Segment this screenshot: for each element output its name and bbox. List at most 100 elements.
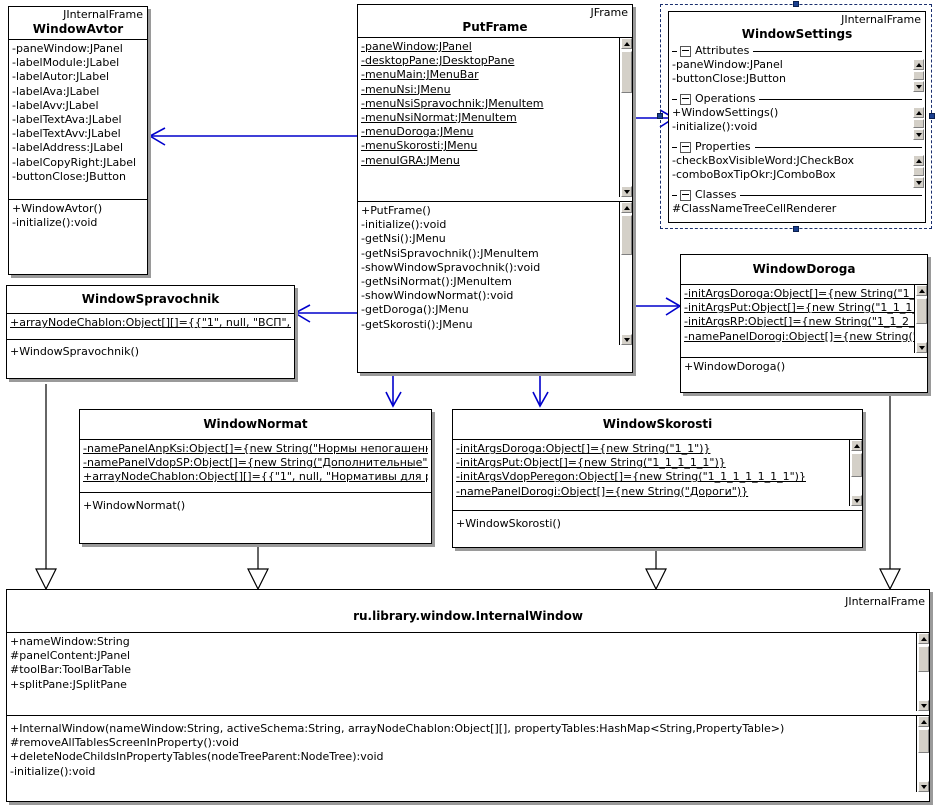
property-row: -checkBoxVisibleWord:JCheckBox bbox=[672, 154, 855, 167]
operation-row: -getNsiSpravochnik():JMenuItem bbox=[361, 246, 539, 260]
scroll-up-arrow[interactable] bbox=[913, 155, 924, 166]
scroll-up-arrow[interactable] bbox=[621, 38, 632, 49]
properties-scrollbar[interactable] bbox=[912, 155, 925, 188]
collapse-toggle-icon[interactable] bbox=[680, 189, 691, 201]
scroll-down-arrow[interactable] bbox=[913, 81, 924, 92]
attribute-row: -labelModule:JLabel bbox=[12, 56, 120, 70]
class-name-label: WindowNormat bbox=[203, 417, 308, 431]
class-box-window-settings[interactable]: JInternalFrame WindowSettings Attributes… bbox=[668, 11, 926, 223]
scroll-down-arrow[interactable] bbox=[913, 177, 924, 188]
operations-scrollbar[interactable] bbox=[912, 107, 925, 140]
group-attributes[interactable]: Attributes -paneWindow:JPanel -buttonClo… bbox=[669, 44, 925, 92]
class-box-window-spravochnik[interactable]: WindowSpravochnik +arrayNodeChablon:Obje… bbox=[6, 285, 295, 379]
scroll-up-arrow[interactable] bbox=[913, 107, 924, 118]
class-box-window-normat[interactable]: WindowNormat -namePanelAnpKsi:Object[]={… bbox=[79, 409, 432, 544]
group-properties[interactable]: Properties -checkBoxVisibleWord:JCheckBo… bbox=[669, 140, 925, 188]
operations-compartment[interactable]: +PutFrame() -initialize():void -getNsi()… bbox=[358, 202, 632, 349]
scroll-down-arrow[interactable] bbox=[918, 700, 929, 711]
class-box-internal-window[interactable]: JInternalFrame ru.library.window.Interna… bbox=[6, 589, 930, 802]
attribute-row: +arrayNodeChablon:Object[][]={{"1", null… bbox=[83, 470, 428, 484]
class-box-window-skorosti[interactable]: WindowSkorosti -initArgsDoroga:Object[]=… bbox=[452, 409, 863, 548]
operations-compartment[interactable]: +WindowAvtor() -initialize():void bbox=[9, 200, 147, 232]
operation-row: +WindowSkorosti() bbox=[456, 517, 561, 530]
class-box-put-frame[interactable]: JFrame PutFrame -paneWindow:JPanel -desk… bbox=[357, 4, 633, 373]
operations-compartment[interactable]: +WindowNormat() bbox=[80, 493, 431, 515]
group-header-properties[interactable]: Properties bbox=[672, 140, 922, 154]
scrollbar-thumb[interactable] bbox=[916, 298, 927, 324]
scrollbar-thumb[interactable] bbox=[918, 646, 929, 672]
attributes-compartment[interactable]: -paneWindow:JPanel -desktopPane:JDesktop… bbox=[358, 38, 632, 202]
scrollbar-track[interactable] bbox=[621, 213, 631, 334]
scroll-down-arrow[interactable] bbox=[621, 334, 632, 345]
class-box-window-doroga[interactable]: WindowDoroga -initArgsDoroga:Object[]={n… bbox=[680, 254, 928, 393]
scrollbar-thumb[interactable] bbox=[621, 215, 632, 255]
attribute-row: -menuSkorosti:JMenu bbox=[361, 139, 478, 153]
operations-compartment[interactable]: +WindowSpravochnik() bbox=[7, 340, 294, 361]
attribute-row: -initArgsVdopPeregon:Object[]={new Strin… bbox=[456, 470, 806, 484]
attributes-compartment[interactable]: -paneWindow:JPanel -labelModule:JLabel -… bbox=[9, 40, 147, 200]
operation-row: -showWindowNormat():void bbox=[361, 289, 514, 303]
scroll-up-arrow[interactable] bbox=[916, 285, 927, 296]
scrollbar-track[interactable] bbox=[918, 644, 928, 700]
scrollbar-track[interactable] bbox=[621, 49, 631, 186]
operations-scrollbar[interactable] bbox=[619, 202, 632, 345]
class-name-label: WindowDoroga bbox=[752, 262, 856, 276]
selection-handle-right[interactable] bbox=[929, 113, 935, 119]
scroll-down-arrow[interactable] bbox=[916, 342, 927, 353]
attribute-row: -buttonClose:JButton bbox=[12, 169, 127, 183]
attributes-scrollbar[interactable] bbox=[914, 285, 927, 353]
scroll-up-arrow[interactable] bbox=[851, 440, 862, 451]
group-operations[interactable]: Operations +WindowSettings() -initialize… bbox=[669, 92, 925, 140]
attributes-compartment[interactable]: -initArgsDoroga:Object[]={new String("1_… bbox=[453, 440, 862, 511]
attributes-compartment[interactable]: -namePanelAnpKsi:Object[]={new String("Н… bbox=[80, 440, 431, 493]
stereotype-label: JInternalFrame bbox=[63, 8, 143, 21]
collapse-toggle-icon[interactable] bbox=[680, 141, 691, 153]
scroll-down-arrow[interactable] bbox=[913, 129, 924, 140]
group-classes[interactable]: Classes #ClassNameTreeCellRenderer bbox=[669, 188, 925, 216]
scroll-up-arrow[interactable] bbox=[918, 633, 929, 644]
scroll-up-arrow[interactable] bbox=[621, 202, 632, 213]
collapse-toggle-icon[interactable] bbox=[680, 93, 691, 105]
attributes-compartment[interactable]: +arrayNodeChablon:Object[][]={{"1", null… bbox=[7, 314, 294, 340]
selection-handle-left[interactable] bbox=[657, 113, 663, 119]
selection-handle-bottom[interactable] bbox=[793, 226, 799, 232]
class-box-window-avtor[interactable]: JInternalFrame WindowAvtor -paneWindow:J… bbox=[8, 6, 148, 275]
collapse-toggle-icon[interactable] bbox=[680, 45, 691, 57]
attributes-scrollbar[interactable] bbox=[849, 440, 862, 506]
scroll-down-arrow[interactable] bbox=[918, 781, 929, 792]
attributes-compartment[interactable]: +nameWindow:String #panelContent:JPanel … bbox=[7, 633, 929, 716]
scroll-down-arrow[interactable] bbox=[621, 186, 632, 197]
scrollbar-thumb[interactable] bbox=[851, 453, 862, 477]
class-header-put-frame: JFrame PutFrame bbox=[358, 5, 632, 38]
scrollbar-thumb[interactable] bbox=[913, 71, 924, 80]
attribute-row: -labelAutor:JLabel bbox=[12, 70, 110, 84]
operations-compartment[interactable]: +InternalWindow(nameWindow:String, activ… bbox=[7, 716, 929, 800]
attribute-row: -initArgsPut:Object[]={new String("1_1_1… bbox=[456, 456, 726, 470]
attributes-compartment[interactable]: -initArgsDoroga:Object[]={new String("1_… bbox=[681, 285, 927, 358]
operations-compartment[interactable]: +WindowSkorosti() bbox=[453, 511, 862, 533]
operation-row: -initialize():void bbox=[672, 120, 758, 134]
operations-compartment[interactable]: +WindowDoroga() bbox=[681, 358, 927, 376]
operation-row: -initialize():void bbox=[10, 764, 96, 778]
attribute-row: -menuNsiSpravochnik:JMenuItem bbox=[361, 96, 544, 110]
class-name-label: ru.library.window.InternalWindow bbox=[353, 609, 583, 623]
scrollbar-track[interactable] bbox=[918, 727, 928, 781]
scrollbar-thumb[interactable] bbox=[918, 729, 929, 753]
attributes-scrollbar[interactable] bbox=[916, 633, 929, 711]
attribute-row: -initArgsPut:Object[]={new String("1_1_1… bbox=[684, 301, 924, 315]
group-header-classes[interactable]: Classes bbox=[672, 188, 922, 202]
attributes-scrollbar[interactable] bbox=[912, 59, 925, 92]
scrollbar-thumb[interactable] bbox=[913, 167, 924, 176]
scrollbar-thumb[interactable] bbox=[621, 51, 632, 93]
scroll-up-arrow[interactable] bbox=[913, 59, 924, 70]
attributes-scrollbar[interactable] bbox=[619, 38, 632, 197]
group-label: Operations bbox=[695, 92, 756, 105]
selection-handle-top[interactable] bbox=[793, 1, 799, 7]
group-dash-right bbox=[759, 98, 922, 100]
scroll-up-arrow[interactable] bbox=[918, 716, 929, 727]
operations-scrollbar[interactable] bbox=[916, 716, 929, 792]
group-header-attributes[interactable]: Attributes bbox=[672, 44, 922, 58]
scroll-down-arrow[interactable] bbox=[851, 495, 862, 506]
group-header-operations[interactable]: Operations bbox=[672, 92, 922, 106]
scrollbar-thumb[interactable] bbox=[913, 119, 924, 128]
